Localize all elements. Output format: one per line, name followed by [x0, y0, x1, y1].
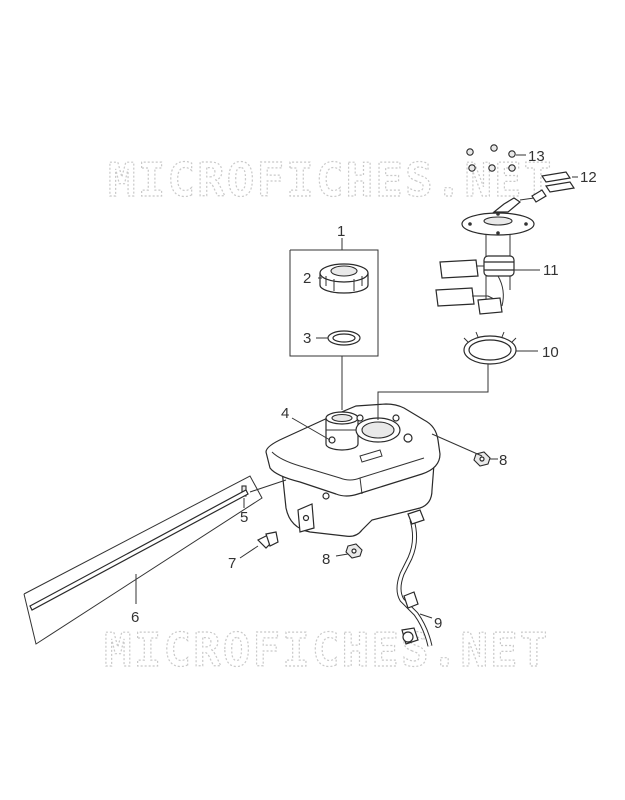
fuel-pump-assembly[interactable] — [435, 189, 547, 315]
callout-8-lower: 8 — [322, 551, 330, 568]
callout-5: 5 — [240, 509, 248, 526]
callout-8-right: 8 — [499, 452, 507, 469]
callout-2: 2 — [303, 270, 311, 287]
nut-right[interactable] — [473, 451, 491, 467]
cap-assembly-box — [289, 238, 379, 357]
callout-10: 10 — [542, 344, 559, 361]
callout-12: 12 — [580, 169, 597, 186]
cap-gasket[interactable] — [327, 330, 361, 346]
fuel-cap[interactable] — [319, 263, 369, 294]
nut-lower[interactable] — [345, 543, 363, 559]
callout-11: 11 — [543, 262, 559, 279]
watermark-top: MICROFICHES.NET — [108, 153, 553, 207]
callout-6: 6 — [131, 609, 139, 626]
fuel-hose[interactable] — [396, 509, 433, 647]
callout-13: 13 — [528, 148, 545, 165]
callout-3: 3 — [303, 330, 311, 347]
pump-gasket-strips[interactable] — [540, 171, 576, 193]
callout-9: 9 — [434, 615, 442, 632]
elbow-fitting[interactable] — [256, 531, 279, 549]
callout-7: 7 — [228, 555, 236, 572]
pump-screws[interactable] — [466, 144, 516, 172]
callout-1: 1 — [337, 223, 345, 240]
level-rod[interactable] — [23, 475, 263, 645]
fuel-tank[interactable] — [265, 403, 441, 537]
watermark-bottom: MICROFICHES.NET — [104, 623, 549, 677]
callout-4: 4 — [281, 405, 289, 422]
pump-lock-ring[interactable] — [463, 331, 517, 365]
